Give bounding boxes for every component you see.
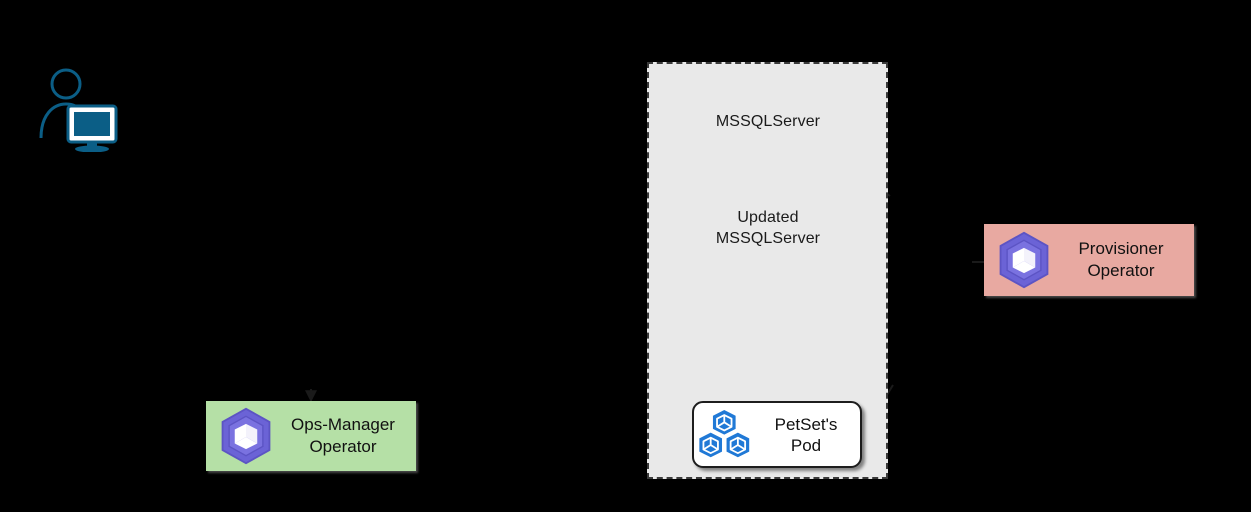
provisioner-operator-label: Provisioner Operator <box>1078 239 1164 280</box>
updated-mssqlserver-label: Updated MSSQLServer <box>715 209 821 247</box>
provisioner-operator-node[interactable]: Provisioner Operator <box>984 224 1194 296</box>
petset-pod-label: PetSet's Pod <box>774 414 838 455</box>
kubernetes-pods-icon <box>699 409 750 457</box>
mssqlserver-label: MSSQLServer <box>715 113 821 130</box>
ops-manager-operator-label: Ops-Manager Operator <box>291 415 395 456</box>
operator-cube-icon <box>221 407 271 465</box>
petset-pod-node[interactable]: PetSet's Pod <box>692 401 862 468</box>
ops-manager-operator-node[interactable]: Ops-Manager Operator <box>206 401 416 471</box>
user-at-computer-icon <box>39 68 118 152</box>
operator-cube-icon <box>999 231 1049 289</box>
